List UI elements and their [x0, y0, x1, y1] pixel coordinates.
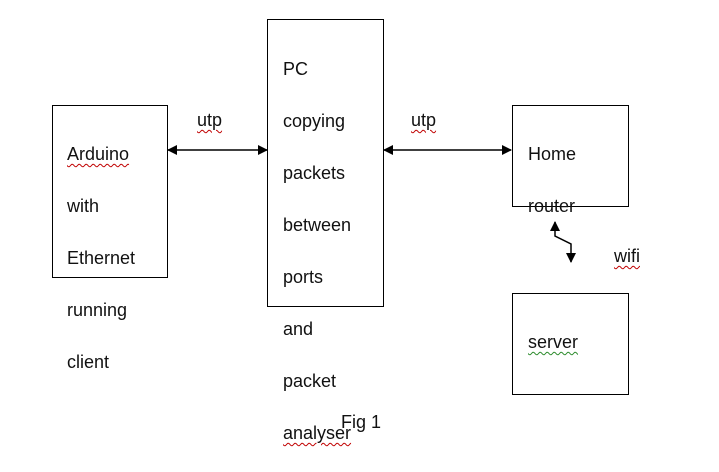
arduino-line-3: Ethernet: [67, 248, 136, 268]
arduino-line-4: running: [67, 300, 128, 320]
pc-line-1: PC: [283, 59, 309, 79]
server-label: server: [528, 303, 578, 355]
pc-line-3: packets: [283, 163, 346, 183]
figure-caption: Fig 1: [341, 412, 382, 432]
arduino-label: Arduino with Ethernet running client: [67, 115, 135, 375]
router-line-2: router: [528, 196, 576, 216]
pc-line-8: analyser: [283, 423, 352, 443]
arduino-pc-link-label: utp: [197, 110, 223, 130]
server-node: [512, 293, 629, 395]
pc-line-7: packet: [283, 371, 337, 391]
router-server-arrow: [550, 221, 576, 263]
pc-node: [267, 19, 384, 307]
router-label: Home router: [528, 115, 576, 219]
pc-line-2: copying: [283, 111, 346, 131]
pc-label: PC copying packets between ports and pac…: [283, 30, 351, 446]
server-line-1: server: [528, 332, 579, 352]
router-server-link-label: wifi: [614, 246, 640, 266]
arduino-node: [52, 105, 168, 278]
pc-line-6: and: [283, 319, 314, 339]
arduino-line-1: Arduino: [67, 144, 130, 164]
router-node: [512, 105, 629, 207]
arduino-line-2: with: [67, 196, 100, 216]
pc-line-5: ports: [283, 267, 324, 287]
pc-router-link-label: utp: [411, 110, 437, 130]
arduino-line-5: client: [67, 352, 110, 372]
router-line-1: Home: [528, 144, 577, 164]
pc-line-4: between: [283, 215, 352, 235]
